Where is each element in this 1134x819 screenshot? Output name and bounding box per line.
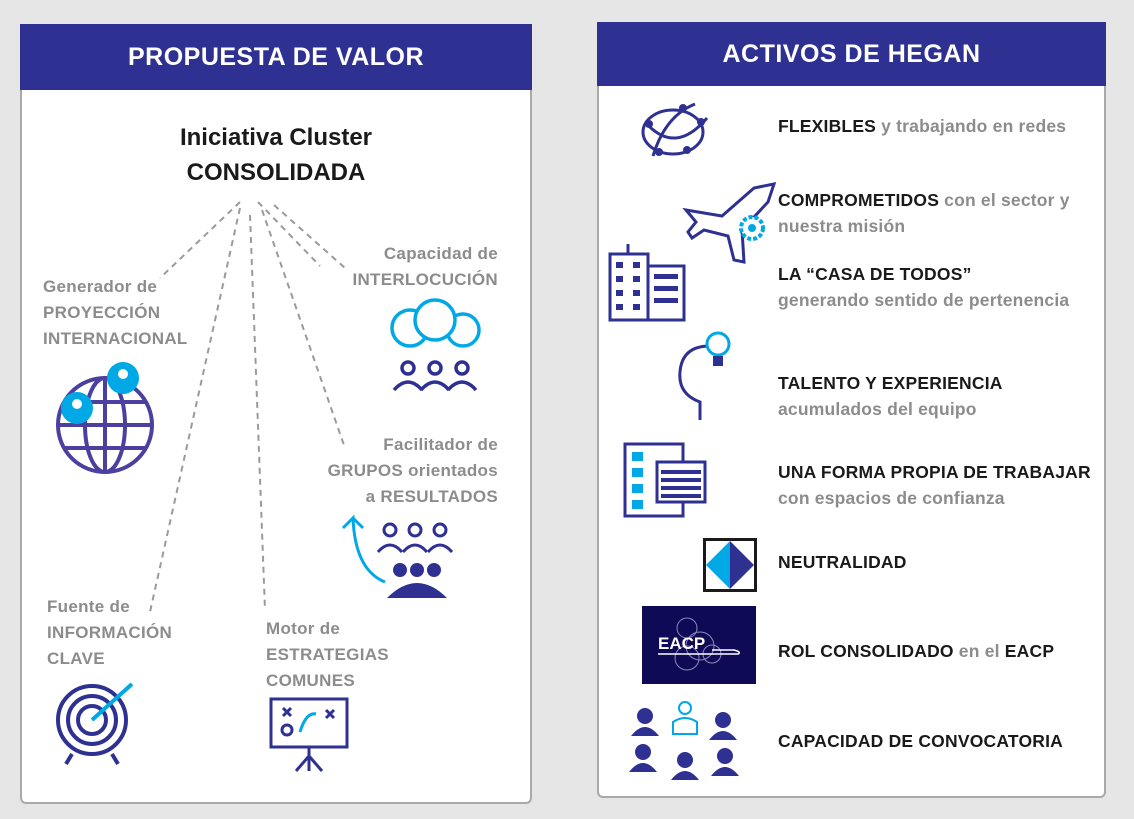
node-line: INTERNACIONAL [43,329,188,348]
node-line: ESTRATEGIAS [266,645,389,664]
node-line: Generador de [43,277,158,296]
node-interlocucion: Capacidad de INTERLOCUCIÓN [330,241,498,293]
node-estrategias: Motor de ESTRATEGIAS COMUNES [266,616,389,694]
activo-casa-de-todos: LA “CASA DE TODOS” generando sentido de … [778,261,1069,313]
node-line: CLAVE [47,649,105,668]
item-line2: nuestra misión [778,216,906,236]
item-bold: TALENTO Y EXPERIENCIA [778,373,1003,393]
checklist-calendar-icon [623,442,707,518]
activo-neutralidad: NEUTRALIDAD [778,549,907,575]
activo-comprometidos: COMPROMETIDOS con el sector y nuestra mi… [778,187,1070,239]
node-line: Fuente de [47,597,130,616]
item-rest: y trabajando en redes [876,116,1067,136]
node-line: GRUPOS orientados [327,461,498,480]
speech-bubbles-people-icon [390,298,481,392]
item-bold2: EACP [1004,641,1055,661]
connector-lines [149,201,346,613]
node-line: Facilitador de [383,435,498,454]
activos-panel [597,86,1106,798]
node-line: COMUNES [266,671,355,690]
center-line1: Iniciativa Cluster [179,124,373,151]
propuesta-header: PROPUESTA DE VALOR [20,24,532,90]
eacp-logo: EACP [642,606,756,684]
activos-header: ACTIVOS DE HEGAN [597,22,1106,86]
network-icon [641,102,709,157]
activo-talento: TALENTO Y EXPERIENCIA acumulados del equ… [778,370,1003,422]
item-line2: generando sentido de pertenencia [778,290,1070,310]
node-line: INFORMACIÓN [47,623,173,642]
activo-convocatoria: CAPACIDAD DE CONVOCATORIA [778,728,1063,754]
globe-people-icon [56,362,154,474]
item-line2: con espacios de confianza [778,488,1005,508]
airplane-gear-icon [682,182,777,264]
head-lightbulb-icon [678,331,731,420]
node-proyeccion: Generador de PROYECCIÓN INTERNACIONAL [43,274,188,352]
group-arrow-icon [341,514,454,598]
node-informacion: Fuente de INFORMACIÓN CLAVE [47,594,172,672]
eacp-logo-text: EACP [658,634,706,653]
center-line2: CONSOLIDADA [186,159,366,186]
node-line: a RESULTADOS [365,487,498,506]
target-icon [56,682,134,766]
activo-flexibles: FLEXIBLES y trabajando en redes [778,113,1066,139]
node-grupos: Facilitador de GRUPOS orientados a RESUL… [300,432,498,510]
item-line2: acumulados del equipo [778,399,977,419]
node-line: PROYECCIÓN [43,303,161,322]
center-title: Iniciativa Cluster CONSOLIDADA [120,120,432,190]
people-group-icon [629,701,739,780]
activo-forma-propia: UNA FORMA PROPIA DE TRABAJAR con espacio… [778,459,1091,511]
item-bold: UNA FORMA PROPIA DE TRABAJAR [778,462,1091,482]
item-rest: con el sector y [939,190,1070,210]
strategy-board-icon [269,697,349,772]
diamond-icon [703,538,757,592]
activo-rol-consolidado: ROL CONSOLIDADO en el EACP [778,638,1054,664]
node-line: INTERLOCUCIÓN [352,270,498,289]
item-bold: LA “CASA DE TODOS” [778,264,972,284]
node-line: Capacidad de [383,244,498,263]
item-bold: CAPACIDAD DE CONVOCATORIA [778,731,1064,751]
item-bold: ROL CONSOLIDADO [778,641,954,661]
node-line: Motor de [266,619,341,638]
eacp-rings-icon [658,617,741,671]
item-mid: en el [953,641,1005,661]
item-bold: NEUTRALIDAD [778,552,907,572]
buildings-icon [608,244,686,322]
item-bold: FLEXIBLES [778,116,877,136]
item-bold: COMPROMETIDOS [778,190,940,210]
